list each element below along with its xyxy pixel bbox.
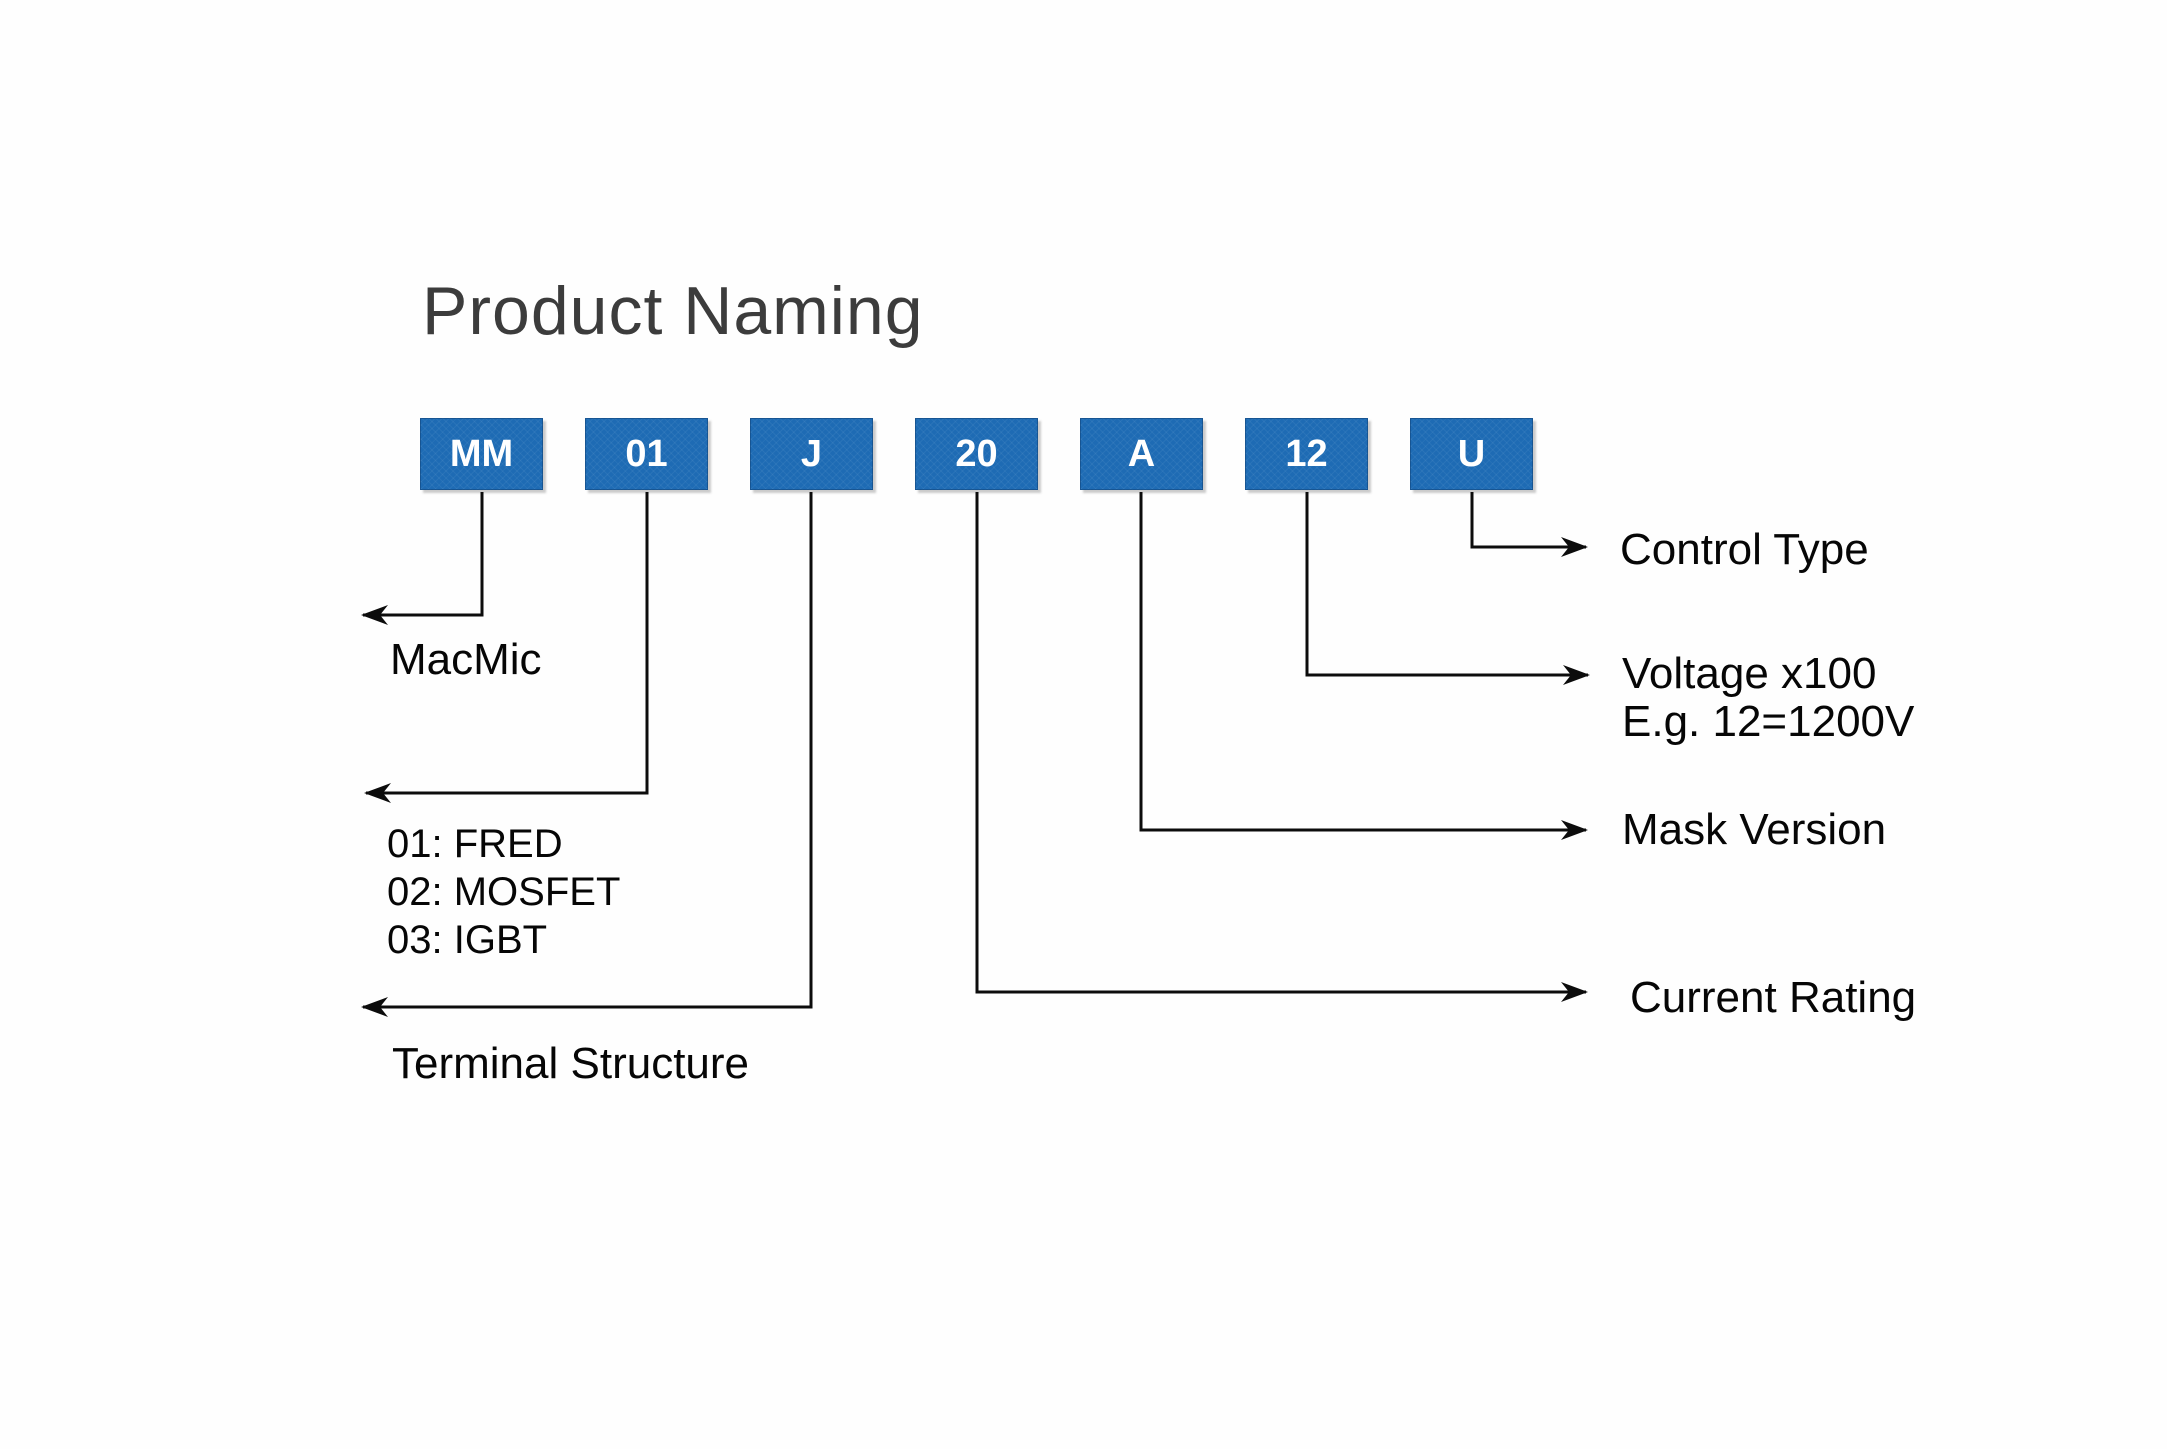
annotation-current-rating: Current Rating (1630, 973, 1917, 1022)
code-box-01: 01 (585, 418, 708, 490)
annotation-control-type: Control Type (1620, 525, 1869, 574)
code-box-12: 12 (1245, 418, 1368, 490)
code-box-mm: MM (420, 418, 543, 490)
connector-terminal (361, 492, 813, 1017)
voltage-example-line: E.g. 12=1200V (1622, 697, 1915, 746)
annotation-device-types: 01: FRED 02: MOSFET 03: IGBT (387, 820, 620, 964)
device-type-igbt: 03: IGBT (387, 918, 548, 962)
device-type-mosfet: 02: MOSFET (387, 870, 621, 914)
voltage-line: Voltage x100 (1622, 649, 1877, 698)
connector-current (975, 492, 1588, 1002)
connector-devtype (364, 492, 649, 803)
connector-macmic (361, 492, 484, 625)
connector-control (1470, 492, 1588, 557)
annotation-terminal-structure: Terminal Structure (392, 1039, 750, 1088)
page-title: Product Naming (422, 273, 924, 349)
connector-mask (1139, 492, 1588, 840)
annotation-voltage: Voltage x100 E.g. 12=1200V (1622, 650, 1914, 746)
annotation-mask-version: Mask Version (1622, 805, 1887, 854)
code-box-u: U (1410, 418, 1533, 490)
annotation-macmic: MacMic (390, 635, 542, 684)
device-type-fred: 01: FRED (387, 822, 563, 866)
code-box-j: J (750, 418, 873, 490)
code-box-20: 20 (915, 418, 1038, 490)
code-box-a: A (1080, 418, 1203, 490)
connector-voltage (1305, 492, 1590, 685)
